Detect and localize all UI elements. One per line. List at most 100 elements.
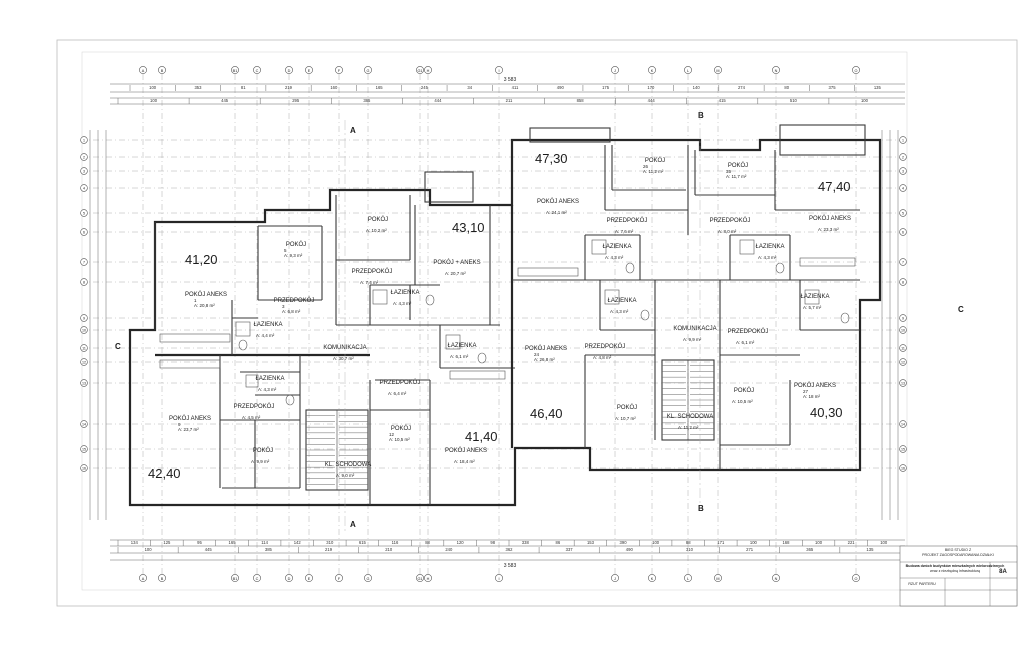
room-area: A: 4,5 m² xyxy=(242,415,261,420)
axis-label: 8 xyxy=(83,281,85,285)
dimension-value: 385 xyxy=(363,98,371,103)
axis-label: 16 xyxy=(901,467,905,471)
dimension-value: 444 xyxy=(434,98,442,103)
room-area: A: 6,8 m² xyxy=(282,309,301,314)
axis-bubble-right: 6 xyxy=(899,228,907,236)
apartment-area: 41,20 xyxy=(185,252,218,267)
room-area: A: 24,1 m² xyxy=(546,210,567,215)
drawing-frame xyxy=(81,51,908,591)
room-area: A: 6,4 m² xyxy=(388,391,407,396)
room-name: POKÓJ xyxy=(368,216,388,223)
building-walls xyxy=(128,124,882,507)
axis-bubble-top: H xyxy=(424,66,432,74)
room-area: A: 6,1 m² xyxy=(450,354,469,359)
room-area: A: 20,8 m² xyxy=(194,303,215,308)
axis-label: N xyxy=(775,69,778,73)
dimension-value: 390 xyxy=(620,540,628,545)
room-name: ŁAZIENKA xyxy=(255,376,284,382)
axis-label: M xyxy=(716,577,719,581)
dimension-value: 245 xyxy=(421,85,429,90)
dimension-value: 165 xyxy=(376,85,384,90)
axis-bubble-bottom: G xyxy=(364,574,372,582)
dimension-value: 100 xyxy=(815,540,823,545)
axis-label: K xyxy=(651,69,654,73)
room-name: POKÓJ xyxy=(645,157,665,164)
axis-bubble-left: 9 xyxy=(80,314,88,322)
room-area: A: 9,9 m² xyxy=(251,459,270,464)
room-area: A: 23,7 m² xyxy=(178,427,199,432)
axis-bubble-top: O xyxy=(852,66,860,74)
sheet-number: 8A xyxy=(999,569,1007,575)
section-marks: A A B B C C xyxy=(115,110,964,532)
dimension-value: 338 xyxy=(522,540,530,545)
room-name: POKÓJ ANEKS xyxy=(445,447,487,454)
room-area: A: 9,9 m² xyxy=(683,337,702,342)
title-block-line: BIEG STUDIO Z xyxy=(945,548,972,552)
axis-label: D xyxy=(288,69,291,73)
axis-bubble-left: 11 xyxy=(80,344,88,352)
dimension-value: 337 xyxy=(566,547,574,552)
axis-bubble-top: F xyxy=(335,66,343,74)
axis-bubble-bottom: O xyxy=(852,574,860,582)
room-name: POKÓJ xyxy=(617,404,637,411)
dimension-value: 165 xyxy=(229,540,237,545)
axis-bubble-bottom: M xyxy=(714,574,722,582)
room-number: 9 xyxy=(178,422,181,427)
axis-bubble-left: 3 xyxy=(80,167,88,175)
room-number: 24 xyxy=(534,352,540,357)
axis-label: 8 xyxy=(902,281,904,285)
dimension-value: 175 xyxy=(602,85,610,90)
axis-label: 11 xyxy=(82,347,86,351)
dimension-value: 615 xyxy=(359,540,367,545)
dimension-value: 81 xyxy=(241,85,246,90)
title-block-line: Budowa dwóch budynków mieszkalnych wielo… xyxy=(906,564,1005,568)
room-area: A: 8,0 m² xyxy=(718,229,737,234)
axis-label: 9 xyxy=(83,317,85,321)
axis-label: J xyxy=(614,69,616,73)
axis-bubble-top: B1 xyxy=(231,66,239,74)
axis-bubble-left: 12 xyxy=(80,358,88,366)
room-name: PRZEDPOKÓJ xyxy=(352,268,393,275)
axis-label: E xyxy=(308,577,311,581)
sanitary-fixtures xyxy=(159,239,856,406)
axis-bubble-top: C xyxy=(253,66,261,74)
axis-label: C xyxy=(256,69,259,73)
room-area: A: 9,3 m² xyxy=(284,253,303,258)
room-area: A: 18 m² xyxy=(803,394,821,399)
room-name: POKÓJ ANEKS xyxy=(169,415,211,422)
axis-bubble-right: 7 xyxy=(899,258,907,266)
dimension-value: 100 xyxy=(149,85,157,90)
room-name: POKÓJ xyxy=(253,447,273,454)
room-area: A: 4,3 m² xyxy=(605,255,624,260)
room-area: A: 11,2 m² xyxy=(643,169,664,174)
room-number: 35 xyxy=(726,169,732,174)
axis-bubble-top: L xyxy=(684,66,692,74)
axis-bubble-right: 4 xyxy=(899,184,907,192)
axis-label: 5 xyxy=(902,212,904,216)
axis-bubble-bottom: B xyxy=(158,574,166,582)
dimension-value: 411 xyxy=(512,85,519,90)
axis-bubble-right: 5 xyxy=(899,209,907,217)
axis-bubble-left: 1 xyxy=(80,136,88,144)
title-block: BIEG STUDIO Z PROJEKT ZAGOSPODAROWANIA D… xyxy=(899,545,1018,607)
dimension-value: 415 xyxy=(719,98,727,103)
axis-bubble-left: 13 xyxy=(80,379,88,387)
axis-label: 1 xyxy=(83,139,85,143)
room-name: POKÓJ ANEKS xyxy=(809,215,851,222)
axis-label: L xyxy=(687,69,689,73)
axis-label: 9 xyxy=(902,317,904,321)
dimension-value: 444 xyxy=(648,98,656,103)
axis-bubble-top: G1 xyxy=(416,66,424,74)
